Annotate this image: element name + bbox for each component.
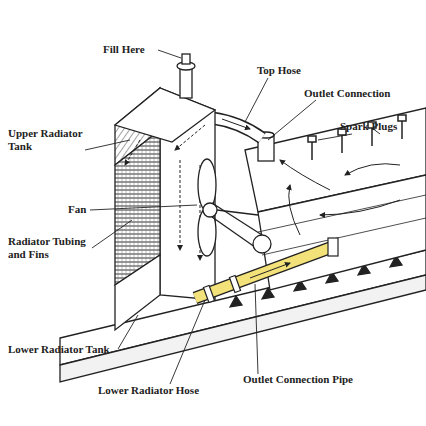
part-label: Radiator Tubing and Fins bbox=[8, 235, 100, 261]
part-label: Spark Plugs bbox=[340, 120, 424, 133]
part-label: Upper Radiator Tank bbox=[8, 127, 90, 153]
part-label: Lower Radiator Hose bbox=[98, 384, 238, 397]
part-label: Lower Radiator Tank bbox=[8, 343, 138, 356]
part-label: Top Hose bbox=[257, 64, 327, 77]
part-label: Outlet Connection Pipe bbox=[243, 373, 393, 386]
part-label: Outlet Connection bbox=[304, 87, 424, 100]
part-label: Fill Here bbox=[103, 43, 173, 56]
part-label: Fan bbox=[68, 203, 98, 216]
